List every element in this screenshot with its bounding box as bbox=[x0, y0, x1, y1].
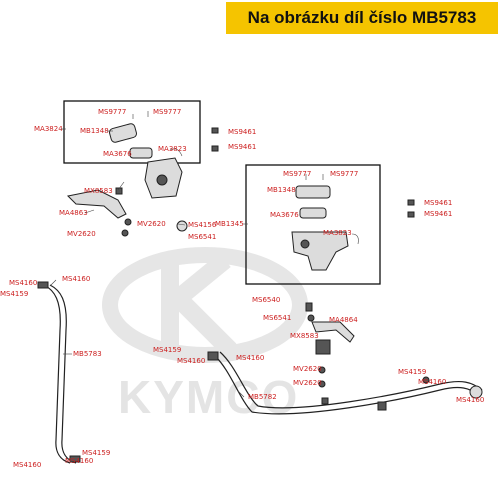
label-mv2620: MV2620 bbox=[293, 365, 322, 373]
label-mb1345: MB1345 bbox=[215, 220, 244, 228]
label-mb5782: MB5782 bbox=[248, 393, 277, 401]
label-ma3824: MA3824 bbox=[34, 125, 63, 133]
label-ms9777: MS9777 bbox=[283, 170, 311, 178]
right-lever-assembly bbox=[305, 302, 355, 388]
label-ms9777: MS9777 bbox=[98, 108, 126, 116]
label-ms4159: MS4159 bbox=[153, 346, 181, 354]
part-labels: MS9777 MS9777 MA3824 MB1348 MA3676 MA382… bbox=[0, 108, 484, 469]
label-mb5783: MB5783 bbox=[73, 350, 102, 358]
watermark-text: KYMCO bbox=[118, 371, 299, 423]
brake-lever-left bbox=[66, 189, 127, 219]
kymco-watermark: KYMCO bbox=[102, 247, 308, 423]
label-ma3676: MA3676 bbox=[270, 211, 299, 219]
label-mv2620: MV2620 bbox=[137, 220, 166, 228]
label-ms4160: MS4160 bbox=[65, 457, 93, 465]
reservoir-cover-right bbox=[295, 185, 331, 199]
label-mv2620: MV2620 bbox=[293, 379, 322, 387]
right-callout-box bbox=[245, 164, 381, 285]
label-ms9461: MS9461 bbox=[228, 143, 256, 151]
brake-hose-mb5783 bbox=[37, 281, 81, 464]
label-ms4160: MS4160 bbox=[9, 279, 37, 287]
label-ms6541: MS6541 bbox=[188, 233, 216, 241]
label-mx8583: MX8583 bbox=[290, 332, 319, 340]
label-ms4159: MS4159 bbox=[0, 290, 28, 298]
label-mv2620: MV2620 bbox=[67, 230, 96, 238]
upper-left-callout-box bbox=[63, 100, 201, 164]
label-ms4156: MS4156 bbox=[188, 221, 217, 229]
label-ms9461: MS9461 bbox=[424, 210, 452, 218]
label-mb1348: MB1348 bbox=[267, 186, 296, 194]
label-ms9777: MS9777 bbox=[330, 170, 358, 178]
label-ms9461: MS9461 bbox=[228, 128, 256, 136]
label-ms4159: MS4159 bbox=[398, 368, 426, 376]
label-ma3676: MA3676 bbox=[103, 150, 132, 158]
label-mx8583: MX8583 bbox=[84, 187, 113, 195]
label-ms4160: MS4160 bbox=[177, 357, 205, 365]
label-ms9461: MS9461 bbox=[424, 199, 452, 207]
leader-lines bbox=[49, 128, 248, 398]
master-cylinder-clamp bbox=[315, 339, 331, 355]
label-mb1348: MB1348 bbox=[80, 127, 109, 135]
label-ma3823: MA3823 bbox=[158, 145, 187, 153]
label-ms4160: MS4160 bbox=[456, 396, 484, 404]
right-master-cylinder-assembly bbox=[291, 174, 415, 271]
label-ms4160: MS4160 bbox=[13, 461, 41, 469]
banner-text: Na obrázku díl číslo MB5783 bbox=[247, 8, 477, 27]
label-ms6540: MS6540 bbox=[252, 296, 280, 304]
label-ms9777: MS9777 bbox=[153, 108, 181, 116]
part-number-banner: Na obrázku díl číslo MB5783 bbox=[226, 2, 498, 34]
label-ms4160: MS4160 bbox=[236, 354, 264, 362]
label-ms4160: MS4160 bbox=[62, 275, 90, 283]
diaphragm-right bbox=[299, 207, 327, 219]
label-ms4159: MS4159 bbox=[82, 449, 110, 457]
diaphragm-left bbox=[129, 147, 153, 159]
reservoir-cover-left bbox=[109, 123, 137, 143]
label-ms6541: MS6541 bbox=[263, 314, 291, 322]
left-master-cylinder-assembly bbox=[66, 111, 219, 237]
label-ma3823: MA3823 bbox=[323, 229, 352, 237]
label-ma4863: MA4863 bbox=[59, 209, 88, 217]
brake-lever-right bbox=[311, 321, 355, 343]
label-ma4864: MA4864 bbox=[329, 316, 358, 324]
master-cylinder-body-right bbox=[291, 231, 349, 271]
brake-hose-mb5782 bbox=[207, 351, 483, 415]
label-ms4160: MS4160 bbox=[418, 378, 446, 386]
